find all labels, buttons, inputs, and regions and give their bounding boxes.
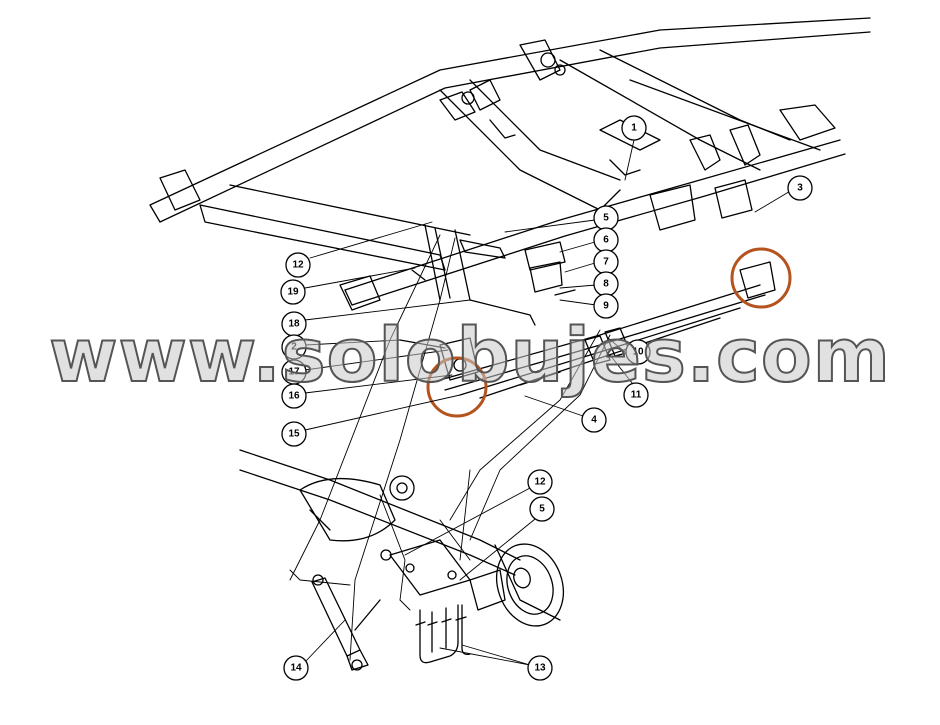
svg-text:14: 14 [290,663,302,674]
highlight-circle-rear-eye [730,247,792,309]
leader-lines [304,139,793,666]
svg-text:15: 15 [288,429,300,440]
vehicle-frame [149,17,871,311]
u-bolts [415,604,471,664]
callout-13: 13 [527,655,553,681]
svg-text:5: 5 [603,213,609,224]
callout-11: 11 [623,382,649,408]
brake-drum [469,543,564,627]
callout-2: 2 [281,334,307,360]
callout-12: 12 [285,252,311,278]
callout-14: 14 [283,655,309,681]
callout-7: 7 [593,249,619,275]
exploded-view-lines [289,234,611,661]
callout-17: 17 [281,359,307,385]
leaf-spring [439,284,766,399]
svg-text:2: 2 [291,342,297,353]
svg-text:11: 11 [631,390,642,401]
svg-text:5: 5 [539,504,545,515]
svg-text:7: 7 [603,257,609,268]
svg-text:6: 6 [603,235,609,246]
callout-18: 18 [281,311,307,337]
callout-4: 4 [581,407,607,433]
callout-8: 8 [593,271,619,297]
svg-text:17: 17 [288,367,300,378]
svg-text:10: 10 [632,347,644,358]
svg-text:1: 1 [631,123,637,134]
highlight-circle-front-eye [426,356,488,418]
svg-text:9: 9 [603,301,609,312]
highlight-circles [426,247,792,418]
callout-19: 19 [280,279,306,305]
callout-5: 5 [593,205,619,231]
rear-axle [239,449,561,621]
callout-12-lower: 12 [527,469,553,495]
callout-10: 10 [625,339,651,365]
svg-text:18: 18 [288,319,300,330]
callout-9: 9 [593,293,619,319]
callout-15: 15 [281,421,307,447]
svg-text:12: 12 [534,477,546,488]
callout-16: 16 [281,383,307,409]
spring-plate [380,539,471,596]
callout-6: 6 [593,227,619,253]
shock-absorber [311,574,381,671]
svg-text:3: 3 [797,183,803,194]
svg-text:12: 12 [292,260,304,271]
callout-1: 1 [621,115,647,141]
svg-text:13: 13 [534,663,546,674]
svg-text:19: 19 [287,287,299,298]
svg-text:8: 8 [603,279,609,290]
callout-3: 3 [787,175,813,201]
svg-text:4: 4 [591,415,597,426]
callout-5-lower: 5 [529,496,555,522]
spring-brackets [399,179,776,381]
svg-text:16: 16 [288,391,300,402]
callouts: 1 3 5 6 7 8 9 10 11 4 12 19 18 2 17 16 1… [280,115,813,681]
